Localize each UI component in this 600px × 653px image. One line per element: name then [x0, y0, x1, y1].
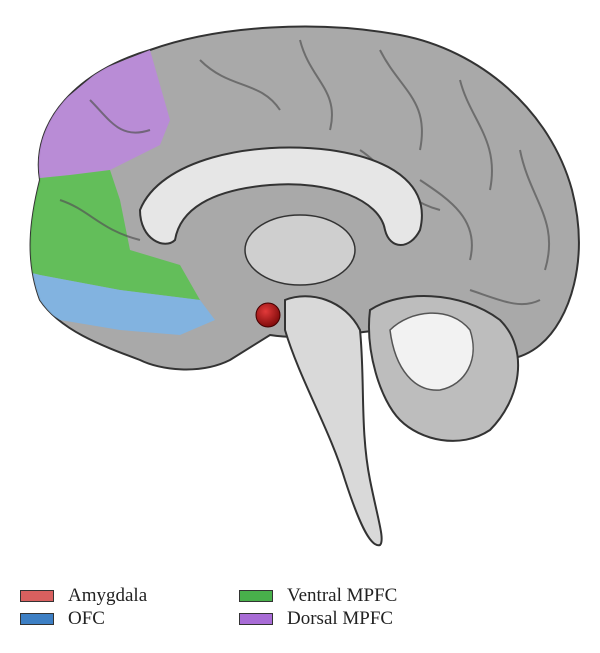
- region-dorsal-mpfc: [30, 50, 170, 180]
- legend-swatch-ofc: [20, 613, 54, 625]
- legend-item-ventral-mpfc: Ventral MPFC: [239, 585, 397, 607]
- legend-item-ofc: OFC: [20, 608, 105, 630]
- legend-label: Amygdala: [68, 585, 148, 606]
- legend-item-amygdala: Amygdala: [20, 585, 147, 607]
- region-ofc: [30, 270, 215, 335]
- legend-item-dorsal-mpfc: Dorsal MPFC: [239, 608, 393, 630]
- amygdala: [255, 302, 281, 328]
- legend-swatch-dorsal-mpfc: [239, 613, 273, 625]
- legend-swatch-amygdala: [20, 590, 54, 602]
- brain-sagittal-illustration: [29, 25, 580, 547]
- legend-label: Dorsal MPFC: [287, 608, 394, 629]
- legend-label: OFC: [68, 608, 105, 629]
- legend-swatch-ventral-mpfc: [239, 590, 273, 602]
- legend-label: Ventral MPFC: [287, 585, 398, 606]
- brainstem: [284, 295, 383, 547]
- thalamus: [244, 214, 356, 286]
- corpus-callosum: [138, 146, 423, 246]
- arbor-vitae: [389, 312, 474, 391]
